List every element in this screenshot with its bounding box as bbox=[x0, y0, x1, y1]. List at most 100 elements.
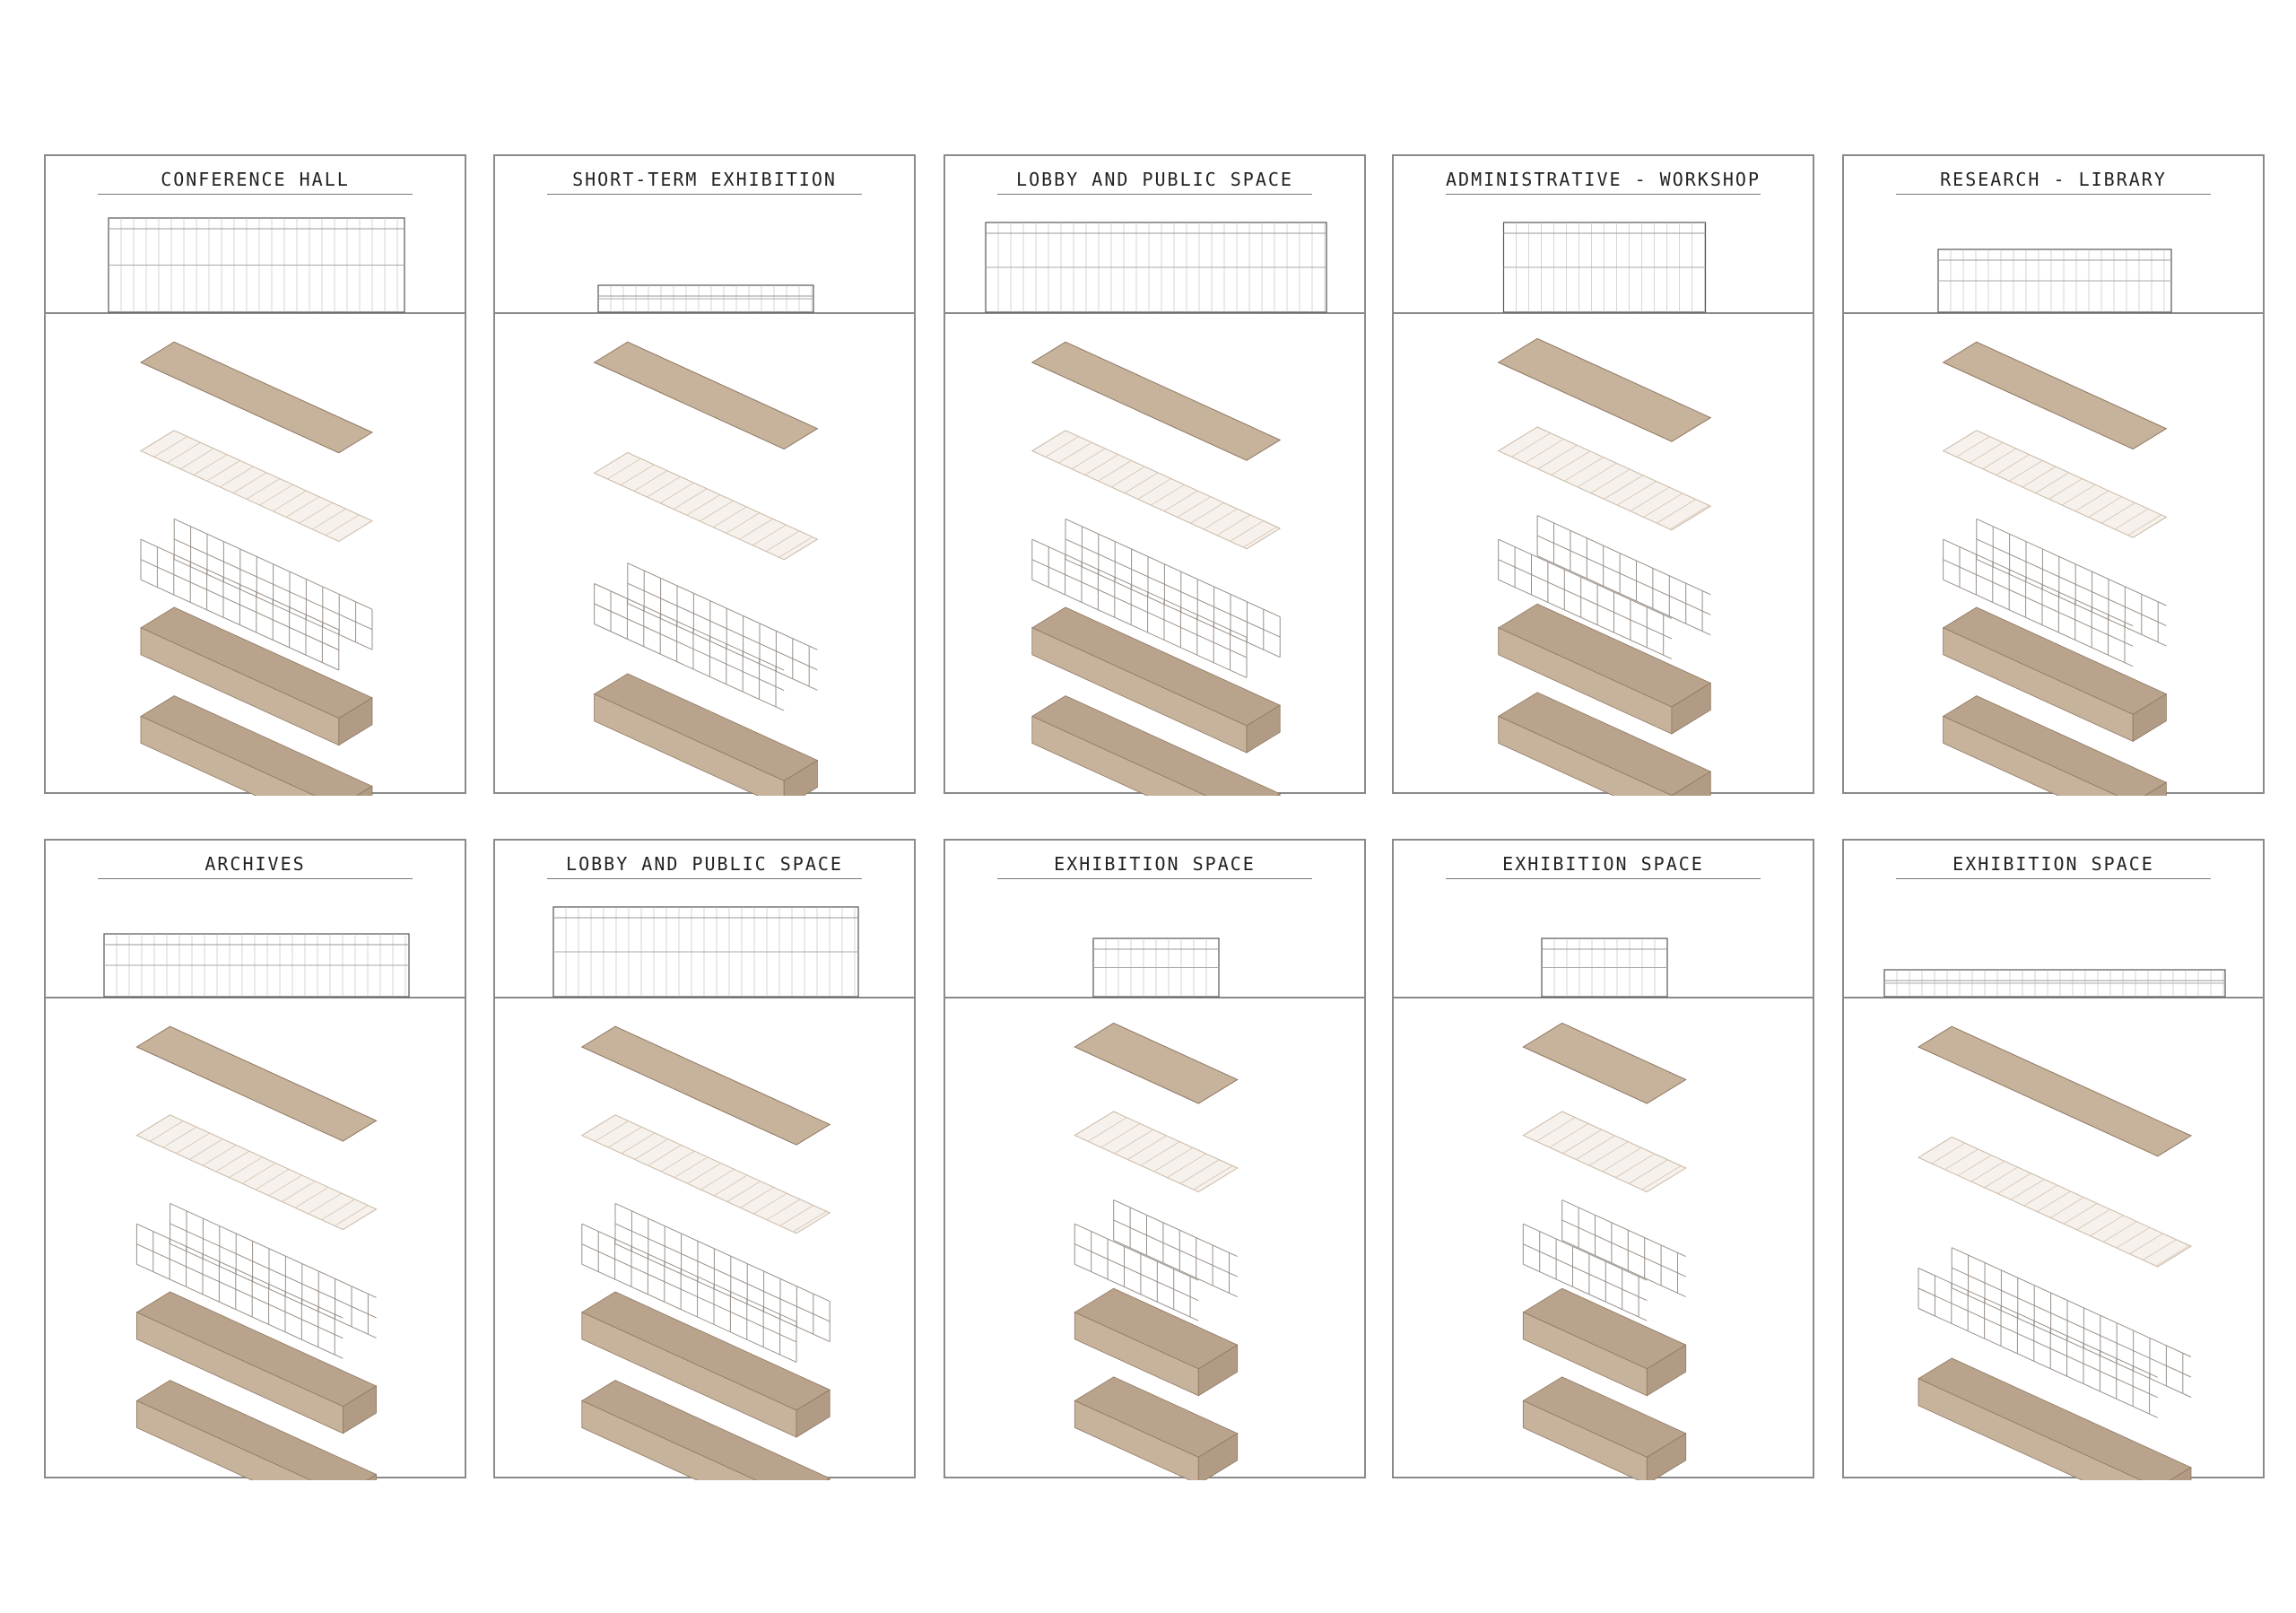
ground-line bbox=[46, 312, 465, 314]
elevation-drawing bbox=[1883, 969, 2226, 998]
panel-title: EXHIBITION SPACE bbox=[1054, 853, 1256, 875]
floor-volume-layer bbox=[135, 1380, 378, 1480]
roof-layer bbox=[1031, 341, 1282, 461]
program-panel: SHORT-TERM EXHIBITION bbox=[493, 154, 916, 796]
floor-volume-layer bbox=[140, 606, 373, 746]
program-panel: EXHIBITION SPACE bbox=[944, 839, 1366, 1480]
panel-title: RESEARCH - LIBRARY bbox=[1940, 169, 2167, 190]
roof-layer bbox=[1074, 1022, 1239, 1104]
ceiling-grid-layer bbox=[1942, 430, 2168, 538]
section-and-axonometric-drawing bbox=[108, 217, 405, 796]
floor-volume-layer bbox=[580, 1380, 831, 1480]
panel-title: ARCHIVES bbox=[204, 853, 306, 875]
panel-title: LOBBY AND PUBLIC SPACE bbox=[1016, 169, 1293, 190]
ceiling-grid-layer bbox=[593, 451, 819, 561]
roof-layer bbox=[139, 341, 374, 454]
section-and-axonometric-drawing bbox=[1522, 937, 1687, 1480]
program-panel: CONFERENCE HALL bbox=[44, 154, 466, 796]
elevation-drawing bbox=[1092, 937, 1220, 998]
section-and-axonometric-drawing bbox=[985, 222, 1327, 796]
floor-volume-layer bbox=[1074, 1376, 1239, 1480]
roof-layer bbox=[1522, 1022, 1687, 1104]
section-and-axonometric-drawing bbox=[1883, 969, 2226, 1480]
ground-line bbox=[1394, 997, 1813, 998]
structural-frame-layer bbox=[1943, 518, 2167, 667]
elevation-drawing bbox=[985, 222, 1327, 313]
program-panel: EXHIBITION SPACE bbox=[1392, 839, 1814, 1480]
elevation-drawing bbox=[1502, 222, 1707, 313]
floor-volume-layer bbox=[1522, 1376, 1687, 1480]
roof-layer bbox=[1942, 341, 2168, 450]
program-panel: EXHIBITION SPACE bbox=[1842, 839, 2265, 1480]
roof-layer bbox=[135, 1025, 378, 1142]
title-underline bbox=[997, 194, 1312, 195]
structural-frame-layer bbox=[1522, 1199, 1686, 1321]
panel-title: ADMINISTRATIVE - WORKSHOP bbox=[1445, 169, 1761, 190]
program-panel: RESEARCH - LIBRARY bbox=[1842, 154, 2265, 796]
ground-line bbox=[1844, 997, 2263, 998]
elevation-drawing bbox=[1937, 248, 2172, 313]
floor-volume-layer bbox=[1031, 695, 1282, 796]
ground-line bbox=[1394, 312, 1813, 314]
elevation-drawing bbox=[1541, 937, 1668, 998]
elevation-drawing bbox=[108, 217, 405, 313]
panel-title: SHORT-TERM EXHIBITION bbox=[572, 169, 837, 190]
title-underline bbox=[1896, 878, 2211, 879]
structural-frame-layer bbox=[135, 1202, 377, 1359]
floor-volume-layer bbox=[593, 673, 819, 796]
ground-line bbox=[46, 997, 465, 998]
floor-volume-layer bbox=[140, 695, 373, 796]
ceiling-grid-layer bbox=[1497, 426, 1712, 531]
panel-title: LOBBY AND PUBLIC SPACE bbox=[566, 853, 843, 875]
ground-line bbox=[495, 312, 914, 314]
floor-volume-layer bbox=[580, 1291, 831, 1438]
structural-frame-layer bbox=[594, 562, 818, 711]
roof-layer bbox=[593, 341, 819, 450]
ground-line bbox=[495, 997, 914, 998]
floor-volume-layer bbox=[1031, 606, 1282, 754]
ceiling-grid-layer bbox=[1031, 430, 1282, 550]
ceiling-grid-layer bbox=[139, 430, 374, 542]
title-underline bbox=[1446, 194, 1761, 195]
ground-line bbox=[945, 997, 1364, 998]
section-and-axonometric-drawing bbox=[1937, 248, 2172, 796]
title-underline bbox=[547, 194, 862, 195]
section-and-axonometric-drawing bbox=[552, 906, 859, 1480]
floor-volume-layer bbox=[1522, 1287, 1687, 1397]
panel-title: EXHIBITION SPACE bbox=[1952, 853, 2154, 875]
ceiling-grid-layer bbox=[1522, 1111, 1687, 1193]
title-underline bbox=[1896, 194, 2211, 195]
title-underline bbox=[997, 878, 1312, 879]
program-panel: LOBBY AND PUBLIC SPACE bbox=[944, 154, 1366, 796]
roof-layer bbox=[1497, 337, 1712, 442]
structural-frame-layer bbox=[1074, 1199, 1238, 1321]
ceiling-grid-layer bbox=[1074, 1111, 1239, 1193]
floor-volume-layer bbox=[1942, 695, 2168, 796]
title-underline bbox=[547, 878, 862, 879]
ceiling-grid-layer bbox=[1917, 1136, 2193, 1268]
structural-frame-layer bbox=[1031, 518, 1281, 678]
floor-volume-layer bbox=[1918, 1357, 2192, 1480]
panel-title: CONFERENCE HALL bbox=[161, 169, 350, 190]
ceiling-grid-layer bbox=[580, 1114, 831, 1234]
title-underline bbox=[1446, 878, 1761, 879]
structural-frame-layer bbox=[140, 518, 373, 671]
ceiling-grid-layer bbox=[135, 1114, 378, 1231]
program-panel: ADMINISTRATIVE - WORKSHOP bbox=[1392, 154, 1814, 796]
elevation-drawing bbox=[103, 933, 410, 998]
structural-frame-layer bbox=[1498, 515, 1711, 659]
section-and-axonometric-drawing bbox=[1497, 222, 1712, 796]
elevation-drawing bbox=[552, 906, 859, 998]
floor-volume-layer bbox=[1942, 606, 2168, 743]
section-and-axonometric-drawing bbox=[103, 933, 410, 1480]
floor-volume-layer bbox=[1074, 1287, 1239, 1397]
structural-frame-layer bbox=[581, 1202, 831, 1363]
title-underline bbox=[98, 878, 413, 879]
program-panel: LOBBY AND PUBLIC SPACE bbox=[493, 839, 916, 1480]
title-underline bbox=[98, 194, 413, 195]
roof-layer bbox=[580, 1025, 831, 1146]
section-and-axonometric-drawing bbox=[593, 284, 819, 796]
floor-volume-layer bbox=[1497, 603, 1712, 735]
floor-volume-layer bbox=[135, 1291, 378, 1434]
ground-line bbox=[1844, 312, 2263, 314]
